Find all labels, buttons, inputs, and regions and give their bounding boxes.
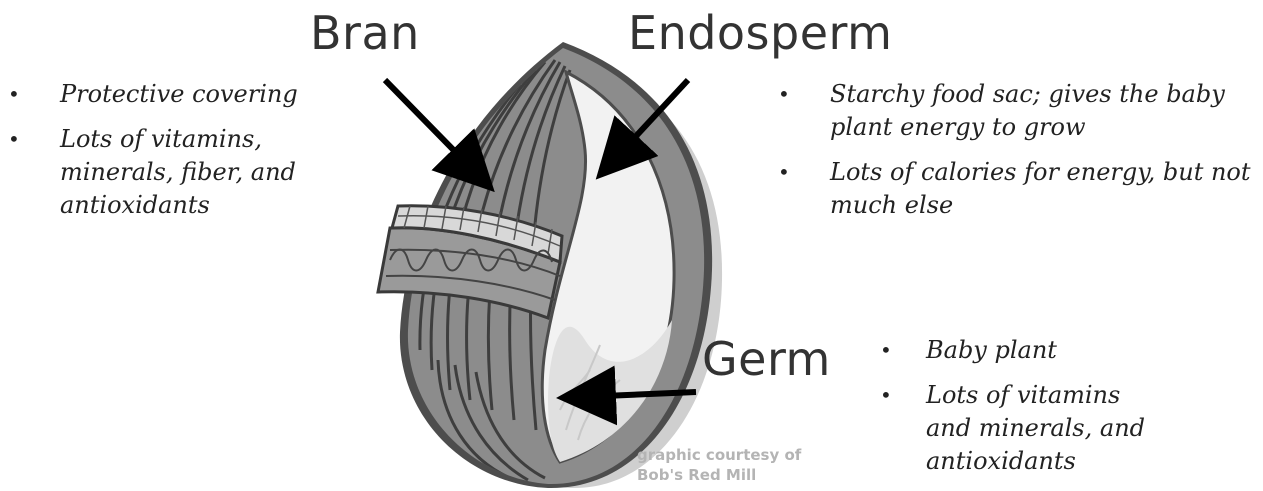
bran-label: Bran bbox=[310, 10, 420, 56]
germ-bullet-list: Baby plant Lots of vitamins and minerals… bbox=[880, 334, 1170, 490]
endosperm-bullet-item: Starchy food sac; gives the baby plant e… bbox=[778, 78, 1258, 144]
germ-bullet-item: Lots of vitamins and minerals, and antio… bbox=[880, 379, 1170, 478]
bran-bullet-item: Lots of vitamins, minerals, fiber, and a… bbox=[8, 123, 328, 222]
image-credit: graphic courtesy of Bob's Red Mill bbox=[637, 445, 801, 485]
bran-bullet-item: Protective covering bbox=[8, 78, 328, 111]
bran-bullet-list: Protective covering Lots of vitamins, mi… bbox=[8, 78, 328, 234]
endosperm-label: Endosperm bbox=[628, 10, 892, 56]
germ-label: Germ bbox=[702, 336, 831, 382]
endosperm-bullet-list: Starchy food sac; gives the baby plant e… bbox=[778, 78, 1258, 234]
bran-arrow bbox=[385, 80, 478, 175]
credit-line-1: graphic courtesy of bbox=[637, 445, 801, 465]
credit-line-2: Bob's Red Mill bbox=[637, 465, 801, 485]
endosperm-bullet-item: Lots of calories for energy, but not muc… bbox=[778, 156, 1258, 222]
germ-bullet-item: Baby plant bbox=[880, 334, 1170, 367]
